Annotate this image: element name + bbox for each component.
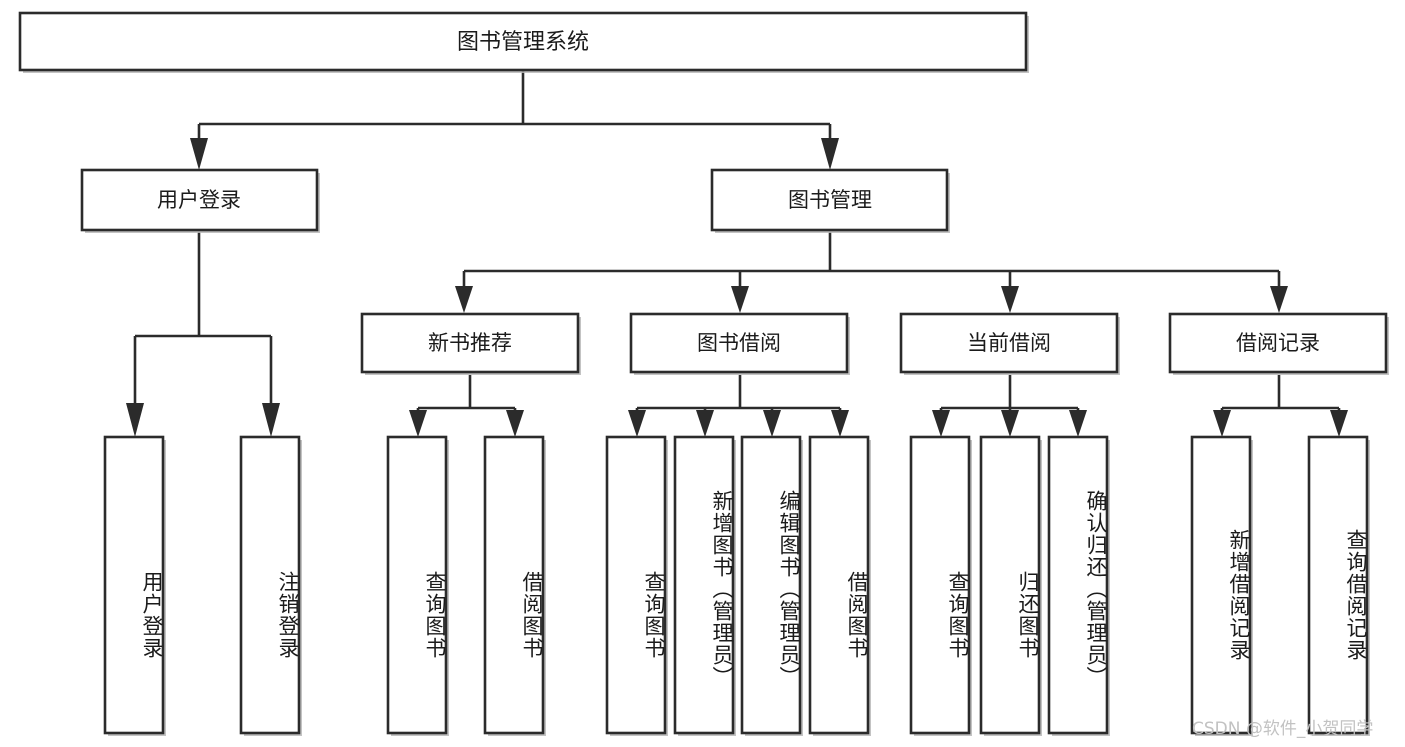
node-leaf-logout[interactable] <box>239 435 302 736</box>
arrow-head-bookmgmt <box>821 138 839 170</box>
node-leaf-confirm-return[interactable] <box>1047 435 1110 736</box>
arrow-head-newbook <box>455 286 473 313</box>
node-leaf-logout-box[interactable] <box>239 435 301 735</box>
node-current[interactable]: 当前借阅 <box>899 312 1120 375</box>
arrow-head-leaf-query-book-1 <box>409 410 427 437</box>
node-leaf-add-record[interactable] <box>1190 435 1253 736</box>
node-leaf-query-record-box[interactable] <box>1307 435 1369 735</box>
node-login[interactable]: 用户登录 <box>80 168 320 233</box>
node-bookmgmt-box[interactable] <box>710 168 949 232</box>
node-leaf-query-book-3-box[interactable] <box>909 435 971 735</box>
arrow-head-leaf-add-book <box>696 410 714 437</box>
edge-group-record-children <box>1213 375 1348 437</box>
node-newbook-box[interactable] <box>360 312 580 374</box>
node-current-label: 当前借阅 <box>967 331 1051 355</box>
node-leaf-edit-book-box[interactable] <box>740 435 802 735</box>
arrow-head-current <box>1001 286 1019 313</box>
node-leaf-query-book-1[interactable] <box>386 435 449 736</box>
arrow-head-leaf-return-book <box>1001 410 1019 437</box>
node-root-box[interactable] <box>18 11 1028 72</box>
edge-group-root-to-level2 <box>190 70 839 170</box>
node-leaf-add-record-box[interactable] <box>1190 435 1252 735</box>
node-leaf-add-book[interactable] <box>673 435 736 736</box>
node-leaf-return-book[interactable] <box>979 435 1042 736</box>
node-leaf-query-book-1-box[interactable] <box>386 435 448 735</box>
edge-group-login-children <box>126 232 280 437</box>
node-login-label: 用户登录 <box>157 188 241 212</box>
node-leaf-query-book-2[interactable] <box>605 435 668 736</box>
arrow-head-leaf-add-record <box>1213 410 1231 437</box>
node-borrow-box[interactable] <box>629 312 849 374</box>
node-current-box[interactable] <box>899 312 1119 374</box>
edge-group-bookmgmt-children <box>455 232 1288 313</box>
node-bookmgmt-label: 图书管理 <box>788 188 872 212</box>
node-leaf-add-book-box[interactable] <box>673 435 735 735</box>
arrow-head-login <box>190 138 208 170</box>
node-leaf-confirm-return-box[interactable] <box>1047 435 1109 735</box>
edge-group-borrow-children <box>628 375 849 437</box>
node-root-label: 图书管理系统 <box>457 30 589 55</box>
node-leaf-borrow-book-2[interactable] <box>808 435 871 736</box>
arrow-head-leaf-query-record <box>1330 410 1348 437</box>
node-leaf-user-login[interactable] <box>103 435 166 736</box>
csdn-watermark: CSDN @软件_小贺同学 <box>1192 719 1374 739</box>
node-record-label: 借阅记录 <box>1236 331 1320 355</box>
arrow-head-leaf-query-book-3 <box>932 410 950 437</box>
node-root[interactable]: 图书管理系统 <box>18 11 1029 73</box>
arrow-head-leaf-confirm-return <box>1069 410 1087 437</box>
node-leaf-query-book-2-box[interactable] <box>605 435 667 735</box>
arrow-head-leaf-user-login <box>126 403 144 437</box>
node-login-box[interactable] <box>80 168 319 232</box>
node-leaf-edit-book[interactable] <box>740 435 803 736</box>
node-leaf-query-record[interactable] <box>1307 435 1370 736</box>
edge-group-newbook-children <box>409 375 524 437</box>
node-leaf-borrow-book-1[interactable] <box>483 435 546 736</box>
node-leaf-user-login-box[interactable] <box>103 435 165 735</box>
node-borrow[interactable]: 图书借阅 <box>629 312 850 375</box>
arrow-head-leaf-logout <box>262 403 280 437</box>
node-record[interactable]: 借阅记录 <box>1168 312 1389 375</box>
node-leaf-query-book-3[interactable] <box>909 435 972 736</box>
node-leaf-borrow-book-1-box[interactable] <box>483 435 545 735</box>
arrow-head-leaf-edit-book <box>763 410 781 437</box>
node-leaf-borrow-book-2-box[interactable] <box>808 435 870 735</box>
node-leaf-return-book-box[interactable] <box>979 435 1041 735</box>
node-newbook-label: 新书推荐 <box>428 331 512 355</box>
node-newbook[interactable]: 新书推荐 <box>360 312 581 375</box>
arrow-head-borrow <box>731 286 749 313</box>
edge-group-current-children <box>932 375 1087 437</box>
arrow-head-leaf-borrow-book-1 <box>506 410 524 437</box>
node-borrow-label: 图书借阅 <box>697 331 781 355</box>
node-record-box[interactable] <box>1168 312 1388 374</box>
arrow-head-leaf-borrow-book-2 <box>831 410 849 437</box>
arrow-head-leaf-query-book-2 <box>628 410 646 437</box>
node-bookmgmt[interactable]: 图书管理 <box>710 168 950 233</box>
arrow-head-record <box>1270 286 1288 313</box>
